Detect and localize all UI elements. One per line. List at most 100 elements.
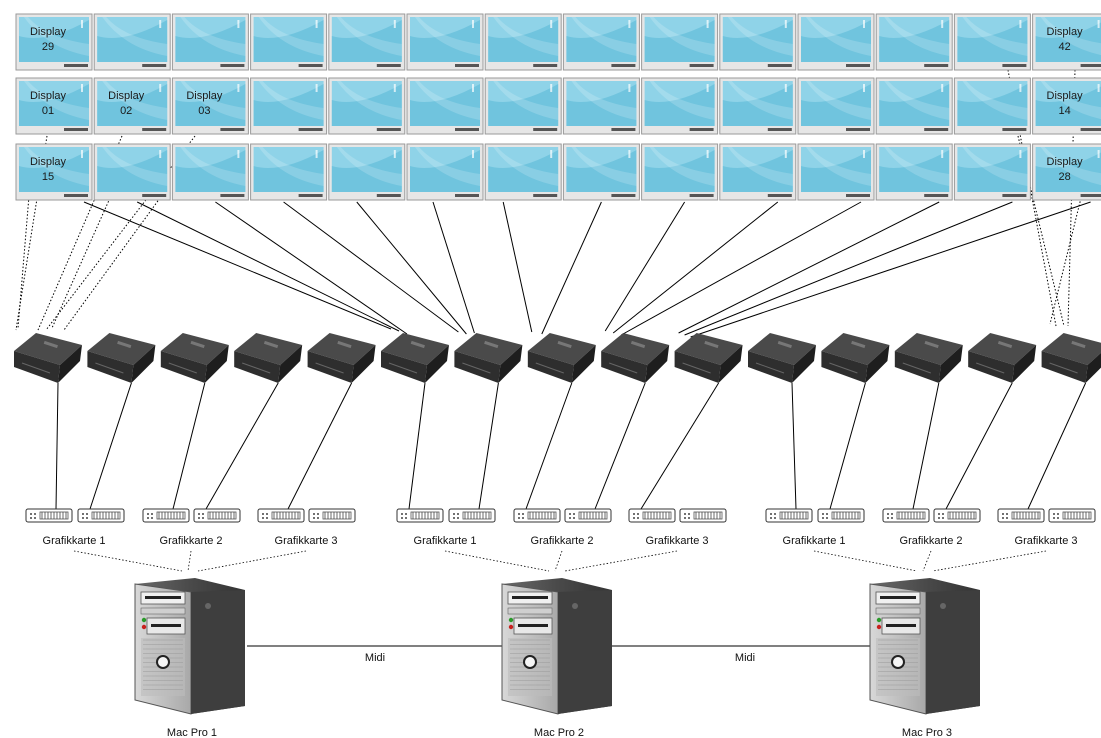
card-link: [922, 550, 932, 572]
graphics-card-label: Grafikkarte 2: [160, 535, 223, 547]
dvi-port-icon: [765, 508, 813, 523]
display: [562, 143, 640, 201]
dotted-link: [51, 197, 111, 329]
card-link: [554, 550, 563, 572]
graphics-card-label: Grafikkarte 2: [531, 535, 594, 547]
display-cable: [678, 201, 940, 334]
splitter-cable: [640, 382, 720, 510]
video-splitter-icon: [821, 333, 890, 383]
tower-pc-icon: [501, 578, 612, 715]
video-splitter-icon: [527, 333, 596, 383]
video-splitter-icon: [968, 333, 1037, 383]
display: [406, 143, 484, 201]
display: [719, 13, 797, 71]
card-link: [932, 550, 1047, 572]
splitter-cable: [478, 382, 499, 510]
display-cable: [215, 201, 408, 335]
video-splitter-icon: [1041, 333, 1101, 383]
display: [797, 143, 875, 201]
splitter-cable: [205, 382, 279, 510]
midi-label: Midi: [365, 652, 385, 664]
video-splitter-icon: [454, 333, 523, 383]
display: [328, 77, 406, 135]
display: [562, 77, 640, 135]
video-splitter-icon: [601, 333, 670, 383]
dvi-port-icon: [997, 508, 1045, 523]
splitter-cable: [945, 382, 1013, 510]
display-cable: [541, 201, 602, 335]
video-splitter-icon: [894, 333, 963, 383]
graphics-card-label: Grafikkarte 2: [900, 535, 963, 547]
display: [641, 13, 719, 71]
display: [328, 13, 406, 71]
display-label: Display: [30, 156, 67, 168]
computer-label: Mac Pro 3: [902, 727, 952, 738]
dvi-port-icon: [679, 508, 727, 523]
graphics-card-label: Grafikkarte 3: [646, 535, 709, 547]
display-cable: [502, 201, 533, 333]
display: [797, 77, 875, 135]
dotted-link: [45, 135, 196, 331]
display: [250, 77, 328, 135]
video-splitter-icon: [748, 333, 816, 383]
display: [250, 13, 328, 71]
video-splitter-icon: [87, 333, 156, 383]
display: [797, 13, 875, 71]
display-label: Display: [1047, 90, 1084, 102]
card-link: [73, 550, 183, 572]
dvi-port-icon: [1048, 508, 1096, 523]
display-label: 01: [42, 105, 54, 117]
display: [484, 143, 562, 201]
display-label: 29: [42, 41, 54, 53]
splitter-cable: [172, 382, 206, 510]
dvi-port-icon: [142, 508, 190, 523]
display: [953, 77, 1031, 135]
dvi-port-icon: [193, 508, 241, 523]
dvi-port-icon: [564, 508, 612, 523]
display-label: 15: [42, 171, 54, 183]
display: [875, 143, 953, 201]
display: [875, 13, 953, 71]
display-label: 02: [120, 105, 132, 117]
display: [875, 77, 953, 135]
display-15: Display 15: [15, 143, 93, 201]
display-01: Display 01: [15, 77, 93, 135]
dotted-link: [17, 147, 34, 329]
splitter-cable: [55, 382, 59, 510]
splitter-cable: [829, 382, 866, 510]
video-splitter-icon: [14, 333, 82, 383]
display-cable: [690, 201, 1091, 338]
dvi-port-icon: [308, 508, 356, 523]
graphics-card-label: Grafikkarte 3: [275, 535, 338, 547]
display-wall: Display29Display42Display01Display02Disp…: [15, 13, 1101, 201]
display-cable: [620, 201, 862, 336]
display-cable: [356, 201, 467, 335]
dotted-link: [1049, 197, 1082, 325]
dvi-port-icon: [628, 508, 676, 523]
display-label: Display: [30, 90, 67, 102]
card-link: [813, 550, 918, 572]
midi-label: Midi: [735, 652, 755, 664]
display: [171, 13, 249, 71]
dvi-port-icon: [257, 508, 305, 523]
dvi-port-icon: [396, 508, 444, 523]
dvi-port-icon: [77, 508, 125, 523]
display: [562, 13, 640, 71]
display: [406, 77, 484, 135]
computer-label: Mac Pro 2: [534, 727, 584, 738]
card-link: [197, 550, 307, 572]
graphics-card-label: Grafikkarte 1: [43, 535, 106, 547]
display: [641, 143, 719, 201]
display: [328, 143, 406, 201]
splitter-cable: [408, 382, 426, 510]
display: [406, 13, 484, 71]
dotted-link: [63, 197, 161, 331]
card-link: [187, 550, 192, 572]
display-label: Display: [1047, 26, 1084, 38]
splitter-cable: [89, 382, 132, 510]
display-label: 03: [198, 105, 210, 117]
splitter-cable: [1027, 382, 1087, 510]
